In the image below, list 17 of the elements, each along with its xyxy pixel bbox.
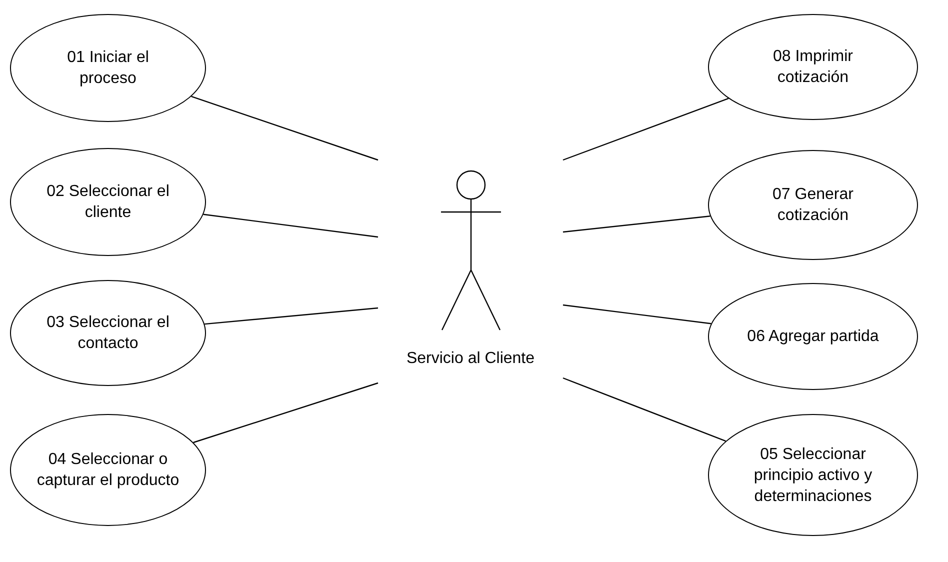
association-line (562, 98, 729, 161)
use-case-label: 01 Iniciar el proceso (66, 48, 150, 89)
use-case-label: 07 Generar cotización (772, 185, 854, 226)
association-line (203, 214, 378, 238)
use-case-label: 03 Seleccionar el contacto (46, 313, 170, 354)
association-line (562, 304, 712, 324)
use-case-label: 06 Agregar partida (747, 327, 879, 347)
association-line (562, 377, 726, 442)
association-line (191, 96, 378, 161)
actor-name: Servicio al Cliente (405, 350, 536, 368)
use-case-label: 08 Imprimir cotización (772, 47, 854, 88)
use-case-label: 05 Seleccionar principio activo y determinaciones (752, 444, 874, 506)
use-case-label: 04 Seleccionar o capturar el producto (36, 450, 180, 491)
association-line (193, 382, 378, 444)
use-case-label: 02 Seleccionar el cliente (46, 182, 170, 223)
association-line (204, 307, 378, 325)
association-line (562, 216, 710, 233)
